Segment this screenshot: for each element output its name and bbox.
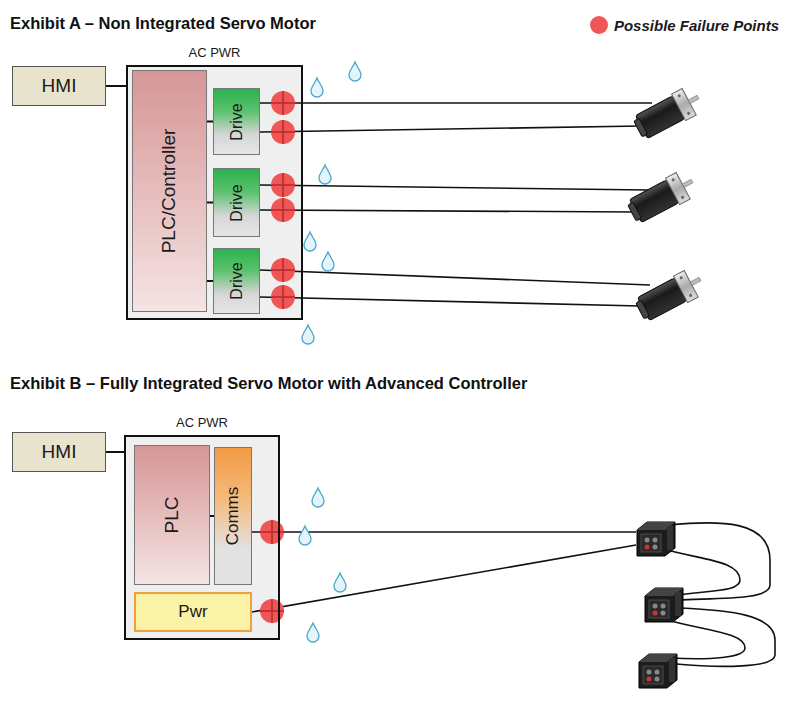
controller-box: PLC <box>134 445 210 585</box>
hmi-box: HMI <box>12 66 106 106</box>
exhibit-heading: Exhibit B – Fully Integrated Servo Motor… <box>10 374 527 393</box>
legend-text: Possible Failure Points <box>614 17 779 34</box>
connector-line <box>106 85 126 87</box>
box-label: Drive <box>228 103 246 140</box>
legend: Possible Failure Points <box>590 16 779 34</box>
box-label: PLC/Controller <box>159 129 181 254</box>
drive-box: Drive <box>213 248 260 314</box>
box-label: HMI <box>42 441 77 463</box>
box-label: Drive <box>228 262 246 299</box>
exhibit-heading: Exhibit A – Non Integrated Servo Motor <box>10 14 316 33</box>
power-box: Pwr <box>134 592 252 632</box>
cabinet-enclosure: AC PWRPLCCommsPwr <box>124 435 280 640</box>
legend-swatch <box>590 16 608 34</box>
hmi-box: HMI <box>12 432 106 472</box>
box-label: Drive <box>228 184 246 221</box>
enclosure-heading: AC PWR <box>126 415 278 430</box>
comms-box: Comms <box>214 447 252 585</box>
box-label: Comms <box>223 487 243 546</box>
box-label: Pwr <box>178 602 207 622</box>
cabinet-enclosure: AC PWRPLC/ControllerDriveDriveDrive <box>126 65 303 320</box>
connector-line <box>106 451 124 453</box>
controller-box: PLC/Controller <box>132 70 207 312</box>
box-label: HMI <box>42 75 77 97</box>
box-label: PLC <box>161 497 183 534</box>
enclosure-heading: AC PWR <box>128 45 301 60</box>
drive-box: Drive <box>213 168 260 237</box>
drive-box: Drive <box>213 88 260 155</box>
